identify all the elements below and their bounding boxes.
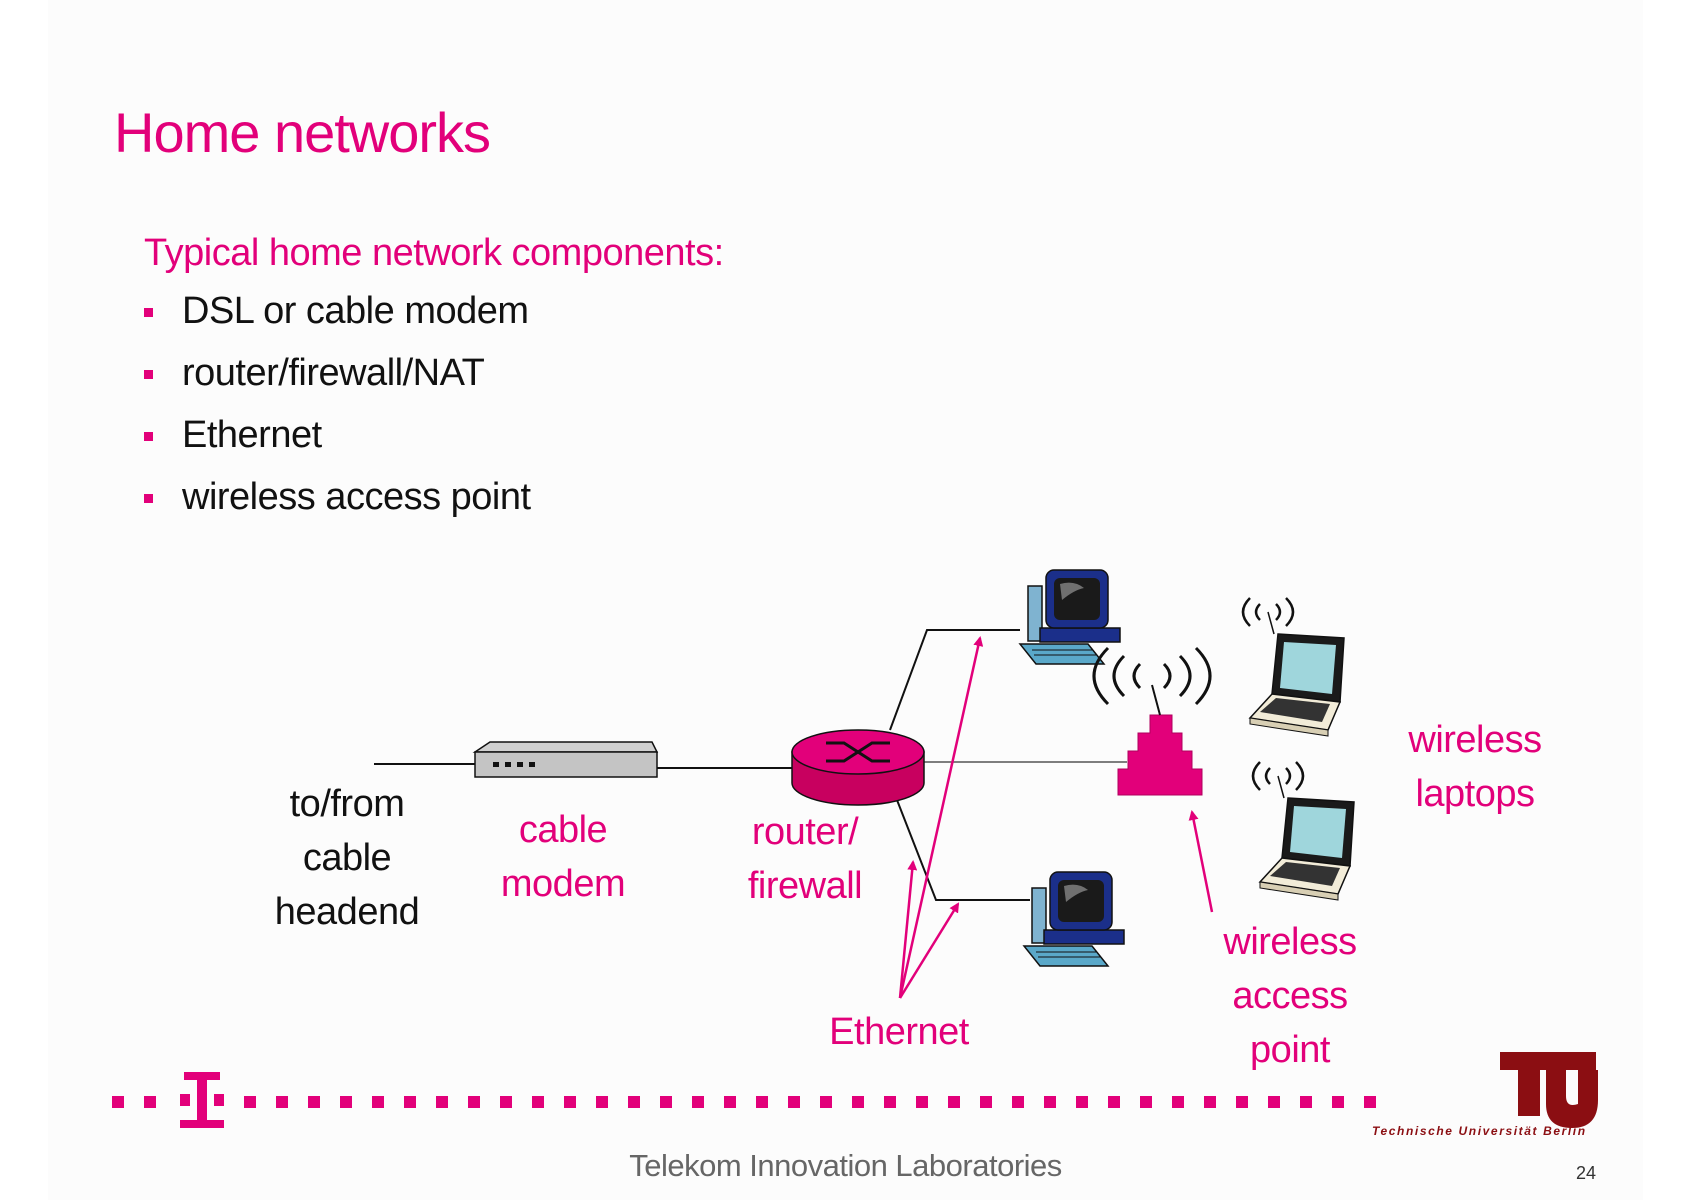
router-bottom-pc-link-line (896, 799, 1030, 901)
ethernet-arrow (898, 860, 918, 999)
wifi-signal-icon (1241, 597, 1295, 627)
desktop-computer-icon (1022, 871, 1125, 967)
ethernet-arrow (898, 902, 960, 999)
headend-label: to/from cable headend (262, 777, 432, 939)
bullet-item: router/firewall/NAT (144, 352, 531, 414)
laptops-label-line: wireless (1408, 719, 1542, 761)
laptop-icon (1241, 597, 1345, 737)
desktop-computer-icon (1018, 569, 1121, 665)
cable-modem-label: cable modem (488, 803, 638, 911)
cable-modem-label-line: cable (518, 809, 608, 851)
router-icon (791, 729, 925, 806)
slide-title: Home networks (114, 101, 491, 164)
access-point-label-line: access (1232, 975, 1348, 1017)
access-point-label: wireless access point (1205, 915, 1375, 1077)
wifi-signal-icon (1251, 761, 1305, 791)
router-top-pc-link-line (889, 629, 1020, 731)
headend-label-line: to/from (289, 783, 405, 825)
bullet-item: DSL or cable modem (144, 290, 531, 352)
slide-background (48, 0, 1643, 1200)
router-label: router/ firewall (730, 805, 880, 913)
ethernet-arrow (898, 636, 984, 999)
laptop-icon (1251, 761, 1355, 901)
footer-text: Telekom Innovation Laboratories (629, 1148, 1062, 1183)
bullet-square-icon (144, 432, 153, 441)
ethernet-arrows (898, 636, 984, 999)
bullet-item: wireless access point (144, 476, 531, 538)
router-label-line: router/ (751, 811, 859, 853)
bullet-item: Ethernet (144, 414, 531, 476)
access-point-label-line: point (1250, 1029, 1330, 1071)
telekom-dotted-line (112, 1096, 1376, 1108)
bullet-square-icon (144, 308, 153, 317)
telekom-logo-icon (180, 1072, 224, 1128)
tu-berlin-logo-icon (1500, 1052, 1598, 1128)
bullet-text: router/firewall/NAT (182, 352, 485, 394)
bullet-text: wireless access point (182, 476, 531, 518)
bullet-square-icon (144, 370, 153, 379)
bullet-text: Ethernet (182, 414, 322, 456)
cable-modem-label-line: modem (500, 863, 626, 905)
page-number: 24 (1576, 1163, 1597, 1183)
access-point-arrow (1188, 810, 1214, 913)
tu-berlin-caption: Technische Universität Berlin (1372, 1124, 1587, 1138)
router-label-line: firewall (747, 865, 863, 907)
cable-modem-icon (472, 741, 659, 778)
bullet-list: DSL or cable modem router/firewall/NAT E… (144, 290, 531, 538)
access-point-label-line: wireless (1223, 921, 1357, 963)
bullet-text: DSL or cable modem (182, 290, 529, 332)
laptops-label-line: laptops (1415, 773, 1535, 815)
laptops-label: wireless laptops (1390, 713, 1560, 821)
wireless-access-point-icon (1092, 646, 1212, 796)
ethernet-label: Ethernet (829, 1011, 969, 1053)
wifi-signal-icon (1092, 646, 1212, 706)
slide-subtitle: Typical home network components: (144, 232, 724, 274)
bullet-square-icon (144, 494, 153, 503)
headend-label-line: headend (274, 891, 420, 933)
headend-label-line: cable (302, 837, 392, 879)
